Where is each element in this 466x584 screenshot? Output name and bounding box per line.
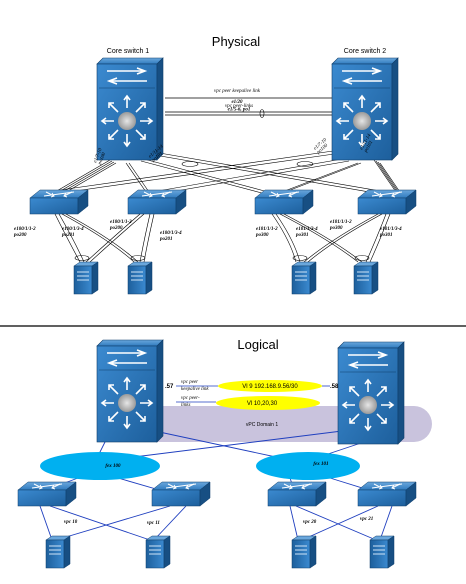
fex-label-po: po300 — [329, 226, 343, 231]
peerlink-text-1: vpc peer- — [181, 396, 200, 401]
fex-label-ports: e101/1/3-4 — [296, 227, 318, 232]
server-physical-2[interactable] — [127, 261, 153, 295]
peerlink-vlan-label: Vl 10,20,30 — [247, 401, 278, 407]
core-switch-2-logical[interactable] — [337, 341, 405, 445]
fex-label-ports: e100/1/3-4 — [62, 227, 84, 232]
fex-label-ports: e100/1/3-4 — [160, 231, 182, 236]
fex-switch-4[interactable] — [357, 189, 417, 215]
core-switch-1-logical[interactable] — [96, 339, 164, 443]
fex-label-ports: e100/1/1-2 — [14, 227, 36, 232]
server-logical-4[interactable] — [369, 535, 395, 569]
core-switch-1[interactable] — [96, 57, 164, 161]
fex-label-ports: e101/1/3-4 — [380, 227, 402, 232]
access-switch-3[interactable] — [267, 481, 327, 507]
fex-label-po: po301 — [379, 233, 393, 238]
access-switch-1[interactable] — [17, 481, 77, 507]
keepalive-text-1: vpc peer — [181, 380, 198, 385]
uplink-bundles — [54, 149, 403, 197]
c1-left-po: po100 — [97, 152, 107, 167]
fex-101-label: fex 101 — [313, 462, 328, 467]
c1-left-ports: e1/7-10 — [93, 147, 104, 163]
keepalive-port: e1/20 — [231, 100, 243, 105]
port-right: .58 — [330, 384, 339, 390]
fex-label-ports: e101/1/1-2 — [330, 220, 352, 225]
server-wires — [54, 213, 391, 263]
peerlink-text: vpc peer-links — [225, 104, 253, 109]
vpc-domain-label: vPC Domain 1 — [246, 422, 278, 428]
port-left: .57 — [165, 384, 174, 390]
keepalive-vlan-label: Vl 9 192.168.9.56/30 — [242, 384, 298, 390]
fex-101-ring — [256, 452, 360, 480]
vpc-label-1: vpc 10 — [64, 520, 78, 525]
logical-title: Logical — [237, 337, 278, 352]
core-switch-2-label: Core switch 2 — [344, 48, 387, 55]
server-logical-2[interactable] — [145, 535, 171, 569]
peer-links — [165, 109, 332, 118]
server-physical-1[interactable] — [73, 261, 99, 295]
fex-label-po: po200 — [109, 226, 123, 231]
fex-100-ring — [40, 452, 160, 480]
server-logical-3[interactable] — [291, 535, 317, 569]
fex-port-labels: e100/1/1-2 po200 e100/1/3-4 po201 e100/1… — [13, 220, 402, 242]
fex-label-ports: e100/1/1-2 — [110, 220, 132, 225]
fex-switch-2[interactable] — [127, 189, 187, 215]
keepalive-vlan-bubble — [218, 380, 322, 392]
vpc-label-3: vpc 20 — [303, 520, 317, 525]
logical-links — [29, 429, 393, 541]
access-switch-4[interactable] — [357, 481, 417, 507]
peerlink-port: e1/5-6, po1 — [228, 108, 251, 113]
fex-label-po: po301 — [295, 233, 309, 238]
vpc-label-2: vpc 11 — [147, 521, 160, 526]
fex-label-ports: e101/1/1-2 — [256, 227, 278, 232]
fex-label-po: po201 — [61, 233, 75, 238]
fex-switch-3[interactable] — [254, 189, 314, 215]
access-switch-2[interactable] — [151, 481, 211, 507]
peerlink-vlan-bubble — [216, 396, 320, 410]
fex-label-po: po201 — [159, 237, 173, 242]
keepalive-text: vpc peer keepalive link — [214, 89, 261, 94]
server-physical-3[interactable] — [291, 261, 317, 295]
fex-100-label: fex 100 — [105, 464, 121, 469]
fex-switch-1[interactable] — [29, 189, 89, 215]
keepalive-text-2: keepalive link — [181, 387, 209, 392]
server-logical-1[interactable] — [45, 535, 71, 569]
physical-title: Physical — [212, 34, 261, 49]
server-physical-4[interactable] — [353, 261, 379, 295]
fex-label-po: po200 — [13, 233, 27, 238]
c2-right-po: po101 — [363, 140, 374, 154]
peerlink-text-2: links — [181, 403, 190, 408]
core-switch-1-label: Core switch 1 — [107, 48, 150, 55]
fex-label-po: po300 — [255, 233, 269, 238]
vpc-label-4: vpc 21 — [360, 517, 373, 522]
